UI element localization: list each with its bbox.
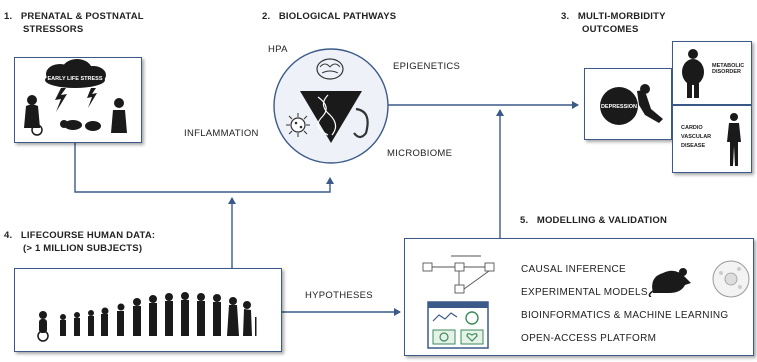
arrow-stressors-to-pathways bbox=[74, 143, 334, 193]
human-silhouettes-icon bbox=[37, 292, 257, 342]
heading-outcomes: 3. MULTI-MORBIDITY OUTCOMES bbox=[561, 11, 666, 35]
body-silhouette-icon bbox=[682, 49, 704, 98]
depression-icon: DEPRESSION bbox=[600, 84, 663, 125]
depression-box: DEPRESSION bbox=[584, 68, 672, 140]
heading-lifecourse: 4. LIFECOURSE HUMAN DATA: (> 1 MILLION S… bbox=[4, 230, 156, 254]
family-silhouettes-icon bbox=[24, 95, 127, 136]
label-hypotheses: HYPOTHESES bbox=[305, 290, 373, 301]
method-bioinformatics: BIOINFORMATICS & MACHINE LEARNING bbox=[521, 310, 729, 321]
stressors-box: EARLY LIFE STRESS bbox=[14, 57, 142, 143]
modelling-box: CAUSAL INFERENCE EXPERIMENTAL MODELS BIO… bbox=[404, 238, 754, 356]
heading-modelling: 5. MODELLING & VALIDATION bbox=[520, 215, 668, 226]
dashboard-icon bbox=[427, 301, 489, 349]
cloud-text: EARLY LIFE STRESS bbox=[47, 76, 102, 82]
lifecourse-box bbox=[14, 268, 282, 352]
microbe-icon bbox=[286, 113, 310, 137]
brain-icon bbox=[316, 58, 344, 80]
human-figure-icon bbox=[727, 113, 741, 166]
pathways-circle bbox=[273, 48, 389, 164]
gut-bacteria-icon bbox=[353, 107, 369, 139]
storm-cloud-icon: EARLY LIFE STRESS bbox=[24, 59, 127, 136]
label-inflammation: INFLAMMATION bbox=[184, 128, 259, 139]
method-causal-inference: CAUSAL INFERENCE bbox=[521, 264, 627, 275]
causal-graph-icon bbox=[422, 255, 495, 294]
method-open-access: OPEN-ACCESS PLATFORM bbox=[521, 333, 657, 344]
heading-pathways: 2. BIOLOGICAL PATHWAYS bbox=[262, 11, 397, 22]
dna-icon bbox=[317, 94, 337, 136]
heading-stressors: 1. PRENATAL & POSTNATAL STRESSORS bbox=[4, 11, 144, 35]
svg-text:DEPRESSION: DEPRESSION bbox=[601, 104, 637, 110]
method-experimental-models: EXPERIMENTAL MODELS bbox=[521, 287, 648, 298]
label-epigenetics: EPIGENETICS bbox=[393, 61, 461, 72]
label-hpa: HPA bbox=[268, 44, 288, 55]
label-microbiome: MICROBIOME bbox=[387, 148, 453, 159]
rat-icon bbox=[648, 268, 691, 297]
cell-icon bbox=[712, 260, 750, 298]
triangle-shape bbox=[300, 91, 362, 143]
